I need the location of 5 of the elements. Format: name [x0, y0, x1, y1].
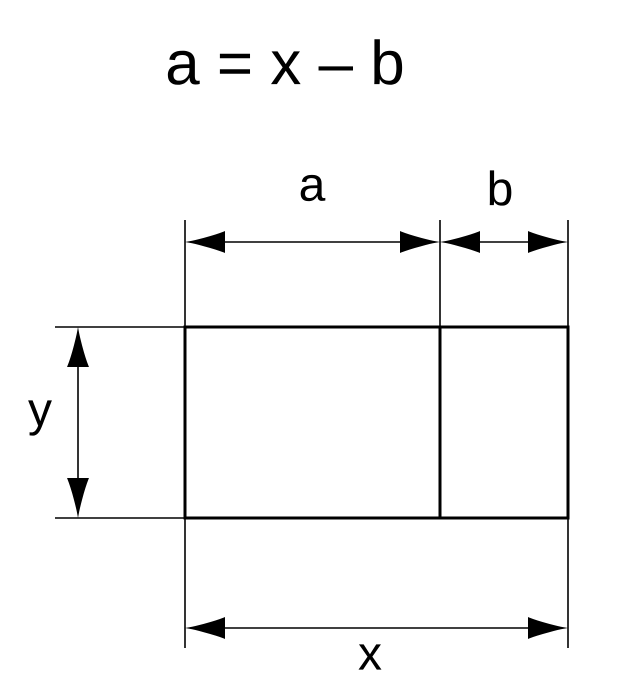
dimension-label: x — [358, 644, 382, 670]
dimension-label: y — [28, 400, 52, 436]
title: a = x – b — [168, 39, 402, 85]
dimension-label: a — [300, 174, 326, 202]
dimension-label: b — [490, 170, 512, 206]
